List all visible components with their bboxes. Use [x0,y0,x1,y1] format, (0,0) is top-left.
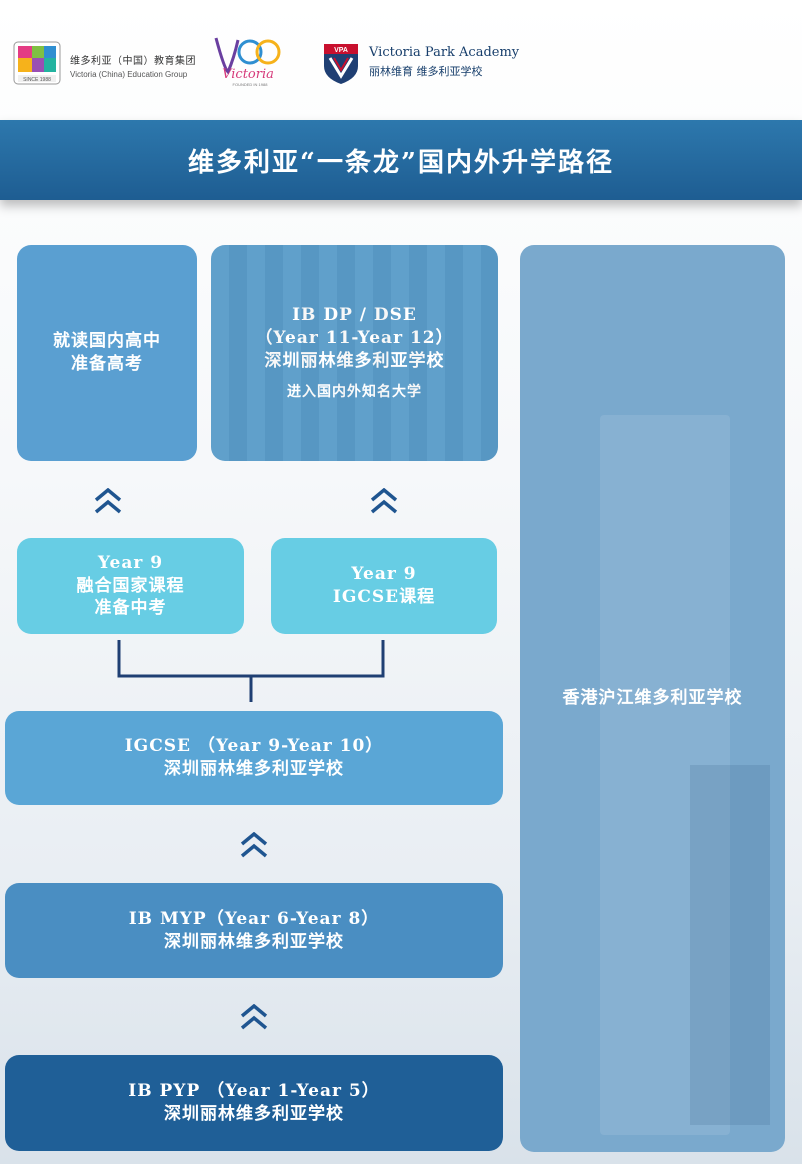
logo-a-text: 维多利亚（中国）教育集团 Victoria (China) Education … [70,52,196,79]
igcse-line2: 深圳丽林维多利亚学校 [164,759,344,779]
box-igcse: IGCSE （Year 9-Year 10） 深圳丽林维多利亚学校 [5,711,503,805]
victoria-china-logo-icon: SINCE 1988 [13,41,61,85]
gaokao-line2: 准备高考 [71,354,143,374]
igcse-line1: IGCSE （Year 9-Year 10） [124,736,384,757]
dp-line3: 深圳丽林维多利亚学校 [264,351,445,372]
zhongkao-line2: 融合国家课程 [76,575,185,596]
igcse-course-line2: IGCSE课程 [332,587,436,607]
logo-b-sub: FOUNDED IN 1988 [233,82,269,87]
box-year9-national: Year 9 融合国家课程 准备中考 [17,538,244,634]
box-ib-dp-dse: IB DP / DSE （Year 11-Year 12） 深圳丽林维多利亚学校… [211,245,498,461]
logo-a-cn: 维多利亚（中国）教育集团 [70,56,196,67]
vpa-shield-icon: VPA [324,44,358,84]
logo-c-text: Victoria Park Academy 丽林维育 维多利亚学校 [369,45,519,79]
box-domestic-high-school: 就读国内高中 准备高考 [17,245,197,461]
header-logos: SINCE 1988 维多利亚（中国）教育集团 Victoria (China)… [0,0,802,110]
zhongkao-line3: 准备中考 [94,598,167,619]
branch-connector [117,640,385,702]
double-chevron-up-icon [370,488,398,514]
page-title: 维多利亚“一条龙”国内外升学路径 [188,147,614,178]
box-ib-pyp: IB PYP （Year 1-Year 5） 深圳丽林维多利亚学校 [5,1055,503,1151]
victoria-anniversary-logo-icon: Victoria FOUNDED IN 1988 [214,37,281,87]
double-chevron-up-icon [240,1004,268,1030]
igcse-course-line1: Year 9 [351,564,417,585]
dp-line2: （Year 11-Year 12） [255,328,454,349]
logo-b-text: Victoria [222,67,274,82]
hk-label: 香港沪江维多利亚学校 [562,688,743,709]
box-ib-myp: IB MYP（Year 6-Year 8） 深圳丽林维多利亚学校 [5,883,503,978]
title-bar: 维多利亚“一条龙”国内外升学路径 [0,120,802,200]
logo-a-badge-text: SINCE 1988 [23,77,51,83]
logo-c-en: Victoria Park Academy [369,45,520,60]
zhongkao-line1: Year 9 [97,552,164,573]
logo-c-badge: VPA [334,47,348,54]
double-chevron-up-icon [94,488,122,514]
double-chevron-up-icon [240,832,268,858]
box-year9-igcse: Year 9 IGCSE课程 [271,538,497,634]
pyp-line2: 深圳丽林维多利亚学校 [164,1104,344,1124]
myp-line2: 深圳丽林维多利亚学校 [164,931,344,952]
dp-line1: IB DP / DSE [292,305,417,326]
myp-line1: IB MYP（Year 6-Year 8） [128,908,380,929]
gaokao-line1: 就读国内高中 [53,331,161,352]
dp-note: 进入国内外知名大学 [287,383,422,400]
logo-a-en: Victoria (China) Education Group [70,70,188,79]
logo-c-cn: 丽林维育 维多利亚学校 [369,65,483,78]
pyp-line1: IB PYP （Year 1-Year 5） [128,1081,380,1102]
box-hong-kong-school: 香港沪江维多利亚学校 [520,245,785,1152]
